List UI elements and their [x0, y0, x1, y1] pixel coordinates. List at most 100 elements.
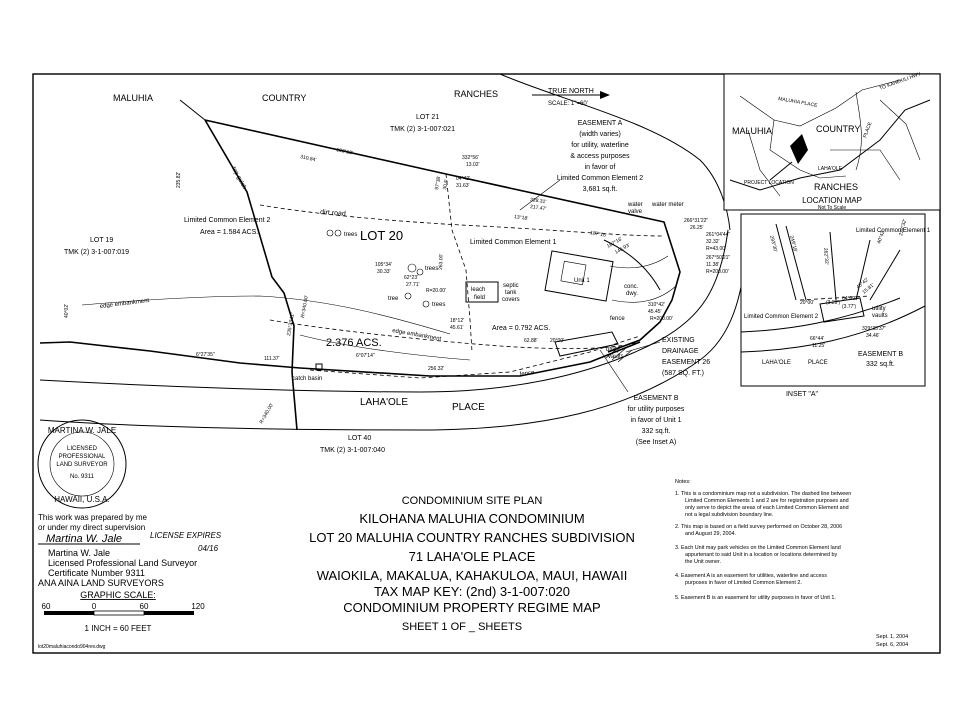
dim-12: 13°18': [514, 214, 529, 222]
location-label-lahaole: LAHA'OLE: [818, 166, 843, 172]
concrete-driveway: [609, 255, 677, 303]
inset-a-dashed: [799, 295, 871, 301]
location-map-title: LOCATION MAP: [802, 196, 862, 205]
unit-1-inner: [560, 260, 587, 286]
dim-8: 97°38': [434, 175, 442, 190]
label-dirt-road: dirt road: [320, 209, 346, 218]
scale-tick-0: 0: [92, 602, 97, 611]
leader-drainage: [625, 341, 661, 353]
label-easement-a-3: & access purposes: [570, 153, 630, 160]
inset-dim-12: 249°18': [788, 235, 798, 253]
signature-block: This work was prepared by me or under my…: [38, 513, 222, 588]
footer-filename: lot20maluhiacondo904rev.dwg: [38, 644, 106, 650]
dim-16: 261°04'44": [706, 232, 730, 238]
prepared-line-2: or under my direct supervision: [38, 523, 145, 532]
note-1d: not a legal subdivision boundary line.: [685, 512, 773, 518]
label-maluhia: MALUHIA: [113, 93, 153, 103]
dim-20: 11.38': [706, 262, 719, 268]
title-line-3: LOT 20 MALUHIA COUNTRY RANCHES SUBDIVISI…: [309, 530, 635, 545]
road-edge-south: [39, 229, 749, 431]
label-valve: valve: [628, 209, 643, 215]
dim-39: 256.32': [428, 366, 444, 372]
dim-36: 111.37': [264, 356, 280, 362]
inset-lahaole: LAHA'OLE: [762, 360, 791, 366]
east-curve: [603, 239, 661, 291]
label-easement26: EASEMENT 26: [662, 359, 710, 366]
label-unit1: Unit 1: [574, 278, 590, 284]
south-boundary: [39, 341, 641, 377]
footer-date-2: Sept. 6, 2004: [876, 642, 908, 648]
note-3b: appurtenant to said Unit in a location o…: [685, 552, 838, 558]
note-5a: 5. Easement B is an easement for utility…: [675, 595, 836, 601]
seal-line3: LAND SURVEYOR: [56, 462, 108, 468]
notes-title: Notes:: [675, 479, 691, 485]
label-edge-embankment-1: edge embankment: [100, 298, 150, 310]
surveyor-title: Licensed Professional Land Surveyor: [48, 558, 197, 568]
note-4b: purposes in favor of Limited Common Elem…: [685, 580, 802, 586]
west-lot-line: [179, 99, 206, 121]
dim-21: R=200.00': [706, 269, 729, 275]
inset-a-easement-box: [819, 297, 865, 323]
north-arrow-head: [600, 91, 610, 99]
location-label-place: PLACE: [862, 121, 873, 139]
project-location-patch: [790, 134, 808, 164]
sheet-border: [32, 73, 941, 654]
label-easement-b-2: in favor of Unit 1: [631, 417, 682, 424]
signature-script: Martina W. Jale: [46, 533, 122, 545]
title-line-8: SHEET 1 OF _ SHEETS: [402, 621, 522, 633]
dim-6: 04°42': [456, 176, 470, 182]
main-plan: [39, 73, 749, 431]
drainage-easement-hatch: [605, 345, 633, 363]
label-field: field: [474, 295, 485, 301]
label-tree: tree: [388, 296, 399, 302]
label-septic-2: tank: [505, 290, 517, 296]
footer-date-1: Sept. 1, 2004: [876, 634, 908, 640]
label-catch-basin: catch basin: [292, 376, 322, 382]
fence-line: [309, 335, 641, 379]
label-lot19: LOT 19: [90, 237, 113, 244]
dim-30: 45.45': [648, 309, 662, 315]
label-easement-b-1: for utility purposes: [628, 406, 685, 413]
label-lce2-area: Area = 1.584 ACS.: [200, 229, 258, 236]
dim-26: R=20.00': [426, 288, 446, 294]
dim-22: 105°34': [375, 262, 392, 268]
label-easement-a-6: 3,681 sq.ft.: [583, 186, 618, 193]
prepared-line-1: This work was prepared by me: [38, 513, 147, 522]
surveyor-name: Martina W. Jale: [48, 548, 110, 558]
location-label-country: COUNTRY: [816, 124, 860, 134]
inset-dim-7: 66°44': [810, 336, 824, 342]
inset-dim-13: 262°32': [822, 248, 829, 265]
tree-symbols: [326, 229, 430, 308]
note-1b: Limited Common Elements 1 and 2 are for …: [685, 498, 849, 504]
dim-24: 62°23': [404, 275, 418, 281]
seal-bottom: HAWAII, U.S.A.: [54, 495, 109, 504]
dim-4: 332°56': [462, 155, 479, 161]
road-edge-north: [39, 229, 729, 393]
dim-9: 30.5': [442, 179, 450, 191]
inset-easement-b-area: 332 sq.ft.: [866, 361, 895, 368]
dirt-road: [259, 204, 665, 237]
label-utility: utility: [606, 347, 620, 353]
inset-dim-11: 293°30': [768, 235, 778, 253]
dim-19: 267°50'21": [706, 255, 730, 261]
dim-29: 310°42': [648, 302, 665, 308]
dim-5: 13.02': [466, 162, 480, 168]
lce-divider-line: [445, 173, 473, 353]
label-easement-b-3: 332 sq.ft.: [642, 428, 671, 435]
note-1c: only serve to depict the areas of each L…: [685, 505, 849, 511]
dim-11: 217.47': [530, 204, 547, 212]
seal-line1: LICENSED: [67, 446, 98, 452]
leach-field: [465, 281, 499, 303]
label-existing: EXISTING: [662, 337, 695, 344]
label-easement-a-2: for utility, waterline: [571, 142, 629, 149]
dim-25: 27.71': [406, 282, 420, 288]
title-line-7: CONDOMINIUM PROPERTY REGIME MAP: [343, 600, 600, 615]
label-trees-2: trees: [425, 266, 438, 272]
label-easement26-area: (587 SQ. FT.): [662, 370, 704, 377]
label-septic-3: covers: [502, 297, 520, 303]
project-location-arrow: [769, 161, 793, 181]
label-country: COUNTRY: [262, 93, 306, 103]
note-4a: 4. Easement A is an easement for utiliti…: [675, 573, 827, 579]
inset-lce2-1: Limited Common Element 2: [744, 314, 819, 320]
label-easement-b: EASEMENT B: [634, 395, 679, 402]
